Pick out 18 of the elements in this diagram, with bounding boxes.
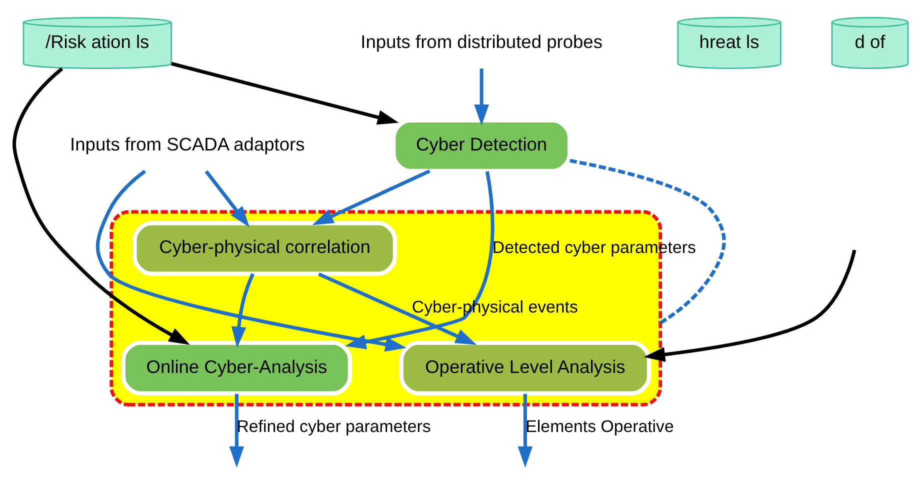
arrow xyxy=(344,171,494,350)
arrow xyxy=(171,62,399,125)
arrow xyxy=(312,169,430,226)
node-text: Inputs from SCADA adaptors xyxy=(70,133,305,154)
arrow xyxy=(474,68,489,126)
arrow xyxy=(96,170,406,352)
node-box: Online Cyber-Analysis xyxy=(121,340,352,396)
node-box: Operative Level Analysis xyxy=(399,340,652,396)
arrow xyxy=(12,67,190,345)
node-box: Cyber-physical correlation xyxy=(132,221,398,276)
arrow xyxy=(644,250,856,362)
node-text: Inputs from distributed probes xyxy=(360,30,602,52)
arrow xyxy=(231,273,254,348)
connector xyxy=(570,158,726,324)
arrow xyxy=(229,394,244,468)
edge-label: Elements Operative xyxy=(526,417,674,436)
arrow xyxy=(518,394,533,468)
arrow xyxy=(204,170,250,228)
